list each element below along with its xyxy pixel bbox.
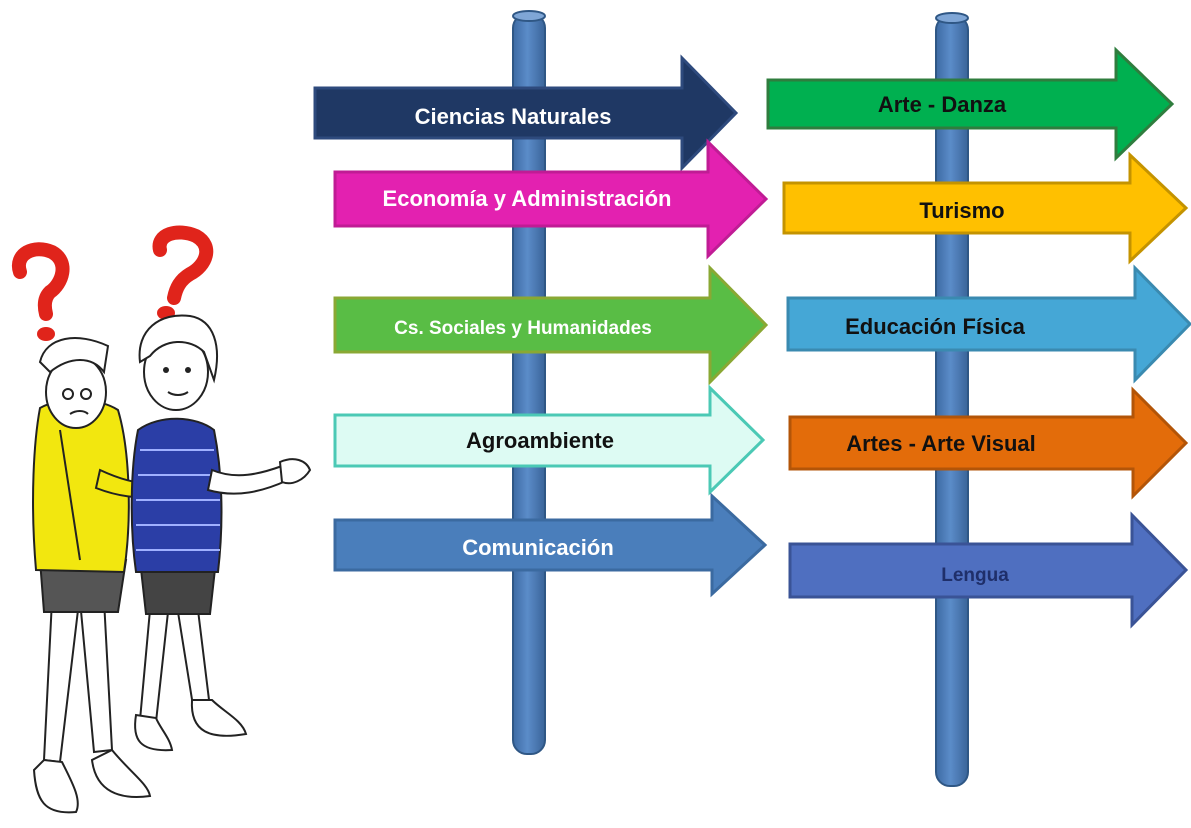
sign-label: Educación Física xyxy=(845,314,1025,339)
sign-economia-administracion: Economía y Administración xyxy=(333,138,769,260)
sign-label: Cs. Sociales y Humanidades xyxy=(394,318,652,339)
right-signs: Arte - Danza Turismo Educación Física Ar… xyxy=(766,46,1191,629)
sign-label: Turismo xyxy=(919,198,1004,223)
sign-label: Ciencias Naturales xyxy=(415,104,612,129)
sign-label: Economía y Administración xyxy=(383,186,672,211)
confused-kids-icon xyxy=(12,225,312,814)
sign-turismo: Turismo xyxy=(782,151,1189,265)
sign-label: Comunicación xyxy=(462,535,614,560)
sign-ciencias-naturales: Ciencias Naturales xyxy=(313,54,739,172)
sign-arte-danza: Arte - Danza xyxy=(766,46,1175,162)
sign-artes-arte-visual: Artes - Arte Visual xyxy=(788,386,1189,500)
left-signs: Ciencias Naturales Economía y Administra… xyxy=(313,54,769,598)
girl-figure xyxy=(130,314,312,752)
sign-lengua: Lengua xyxy=(788,511,1189,629)
sign-label: Artes - Arte Visual xyxy=(846,431,1036,456)
sign-label: Arte - Danza xyxy=(878,92,1007,117)
sign-comunicacion: Comunicación xyxy=(333,492,768,598)
sign-label: Agroambiente xyxy=(466,428,614,453)
sign-educacion-fisica: Educación Física xyxy=(786,264,1191,384)
question-mark-icon xyxy=(12,242,70,341)
sign-label: Lengua xyxy=(941,565,1009,586)
sign-agroambiente: Agroambiente xyxy=(333,384,766,496)
boy-figure xyxy=(32,337,172,814)
sign-ciencias-sociales: Cs. Sociales y Humanidades xyxy=(333,264,769,386)
question-mark-icon xyxy=(152,225,214,320)
